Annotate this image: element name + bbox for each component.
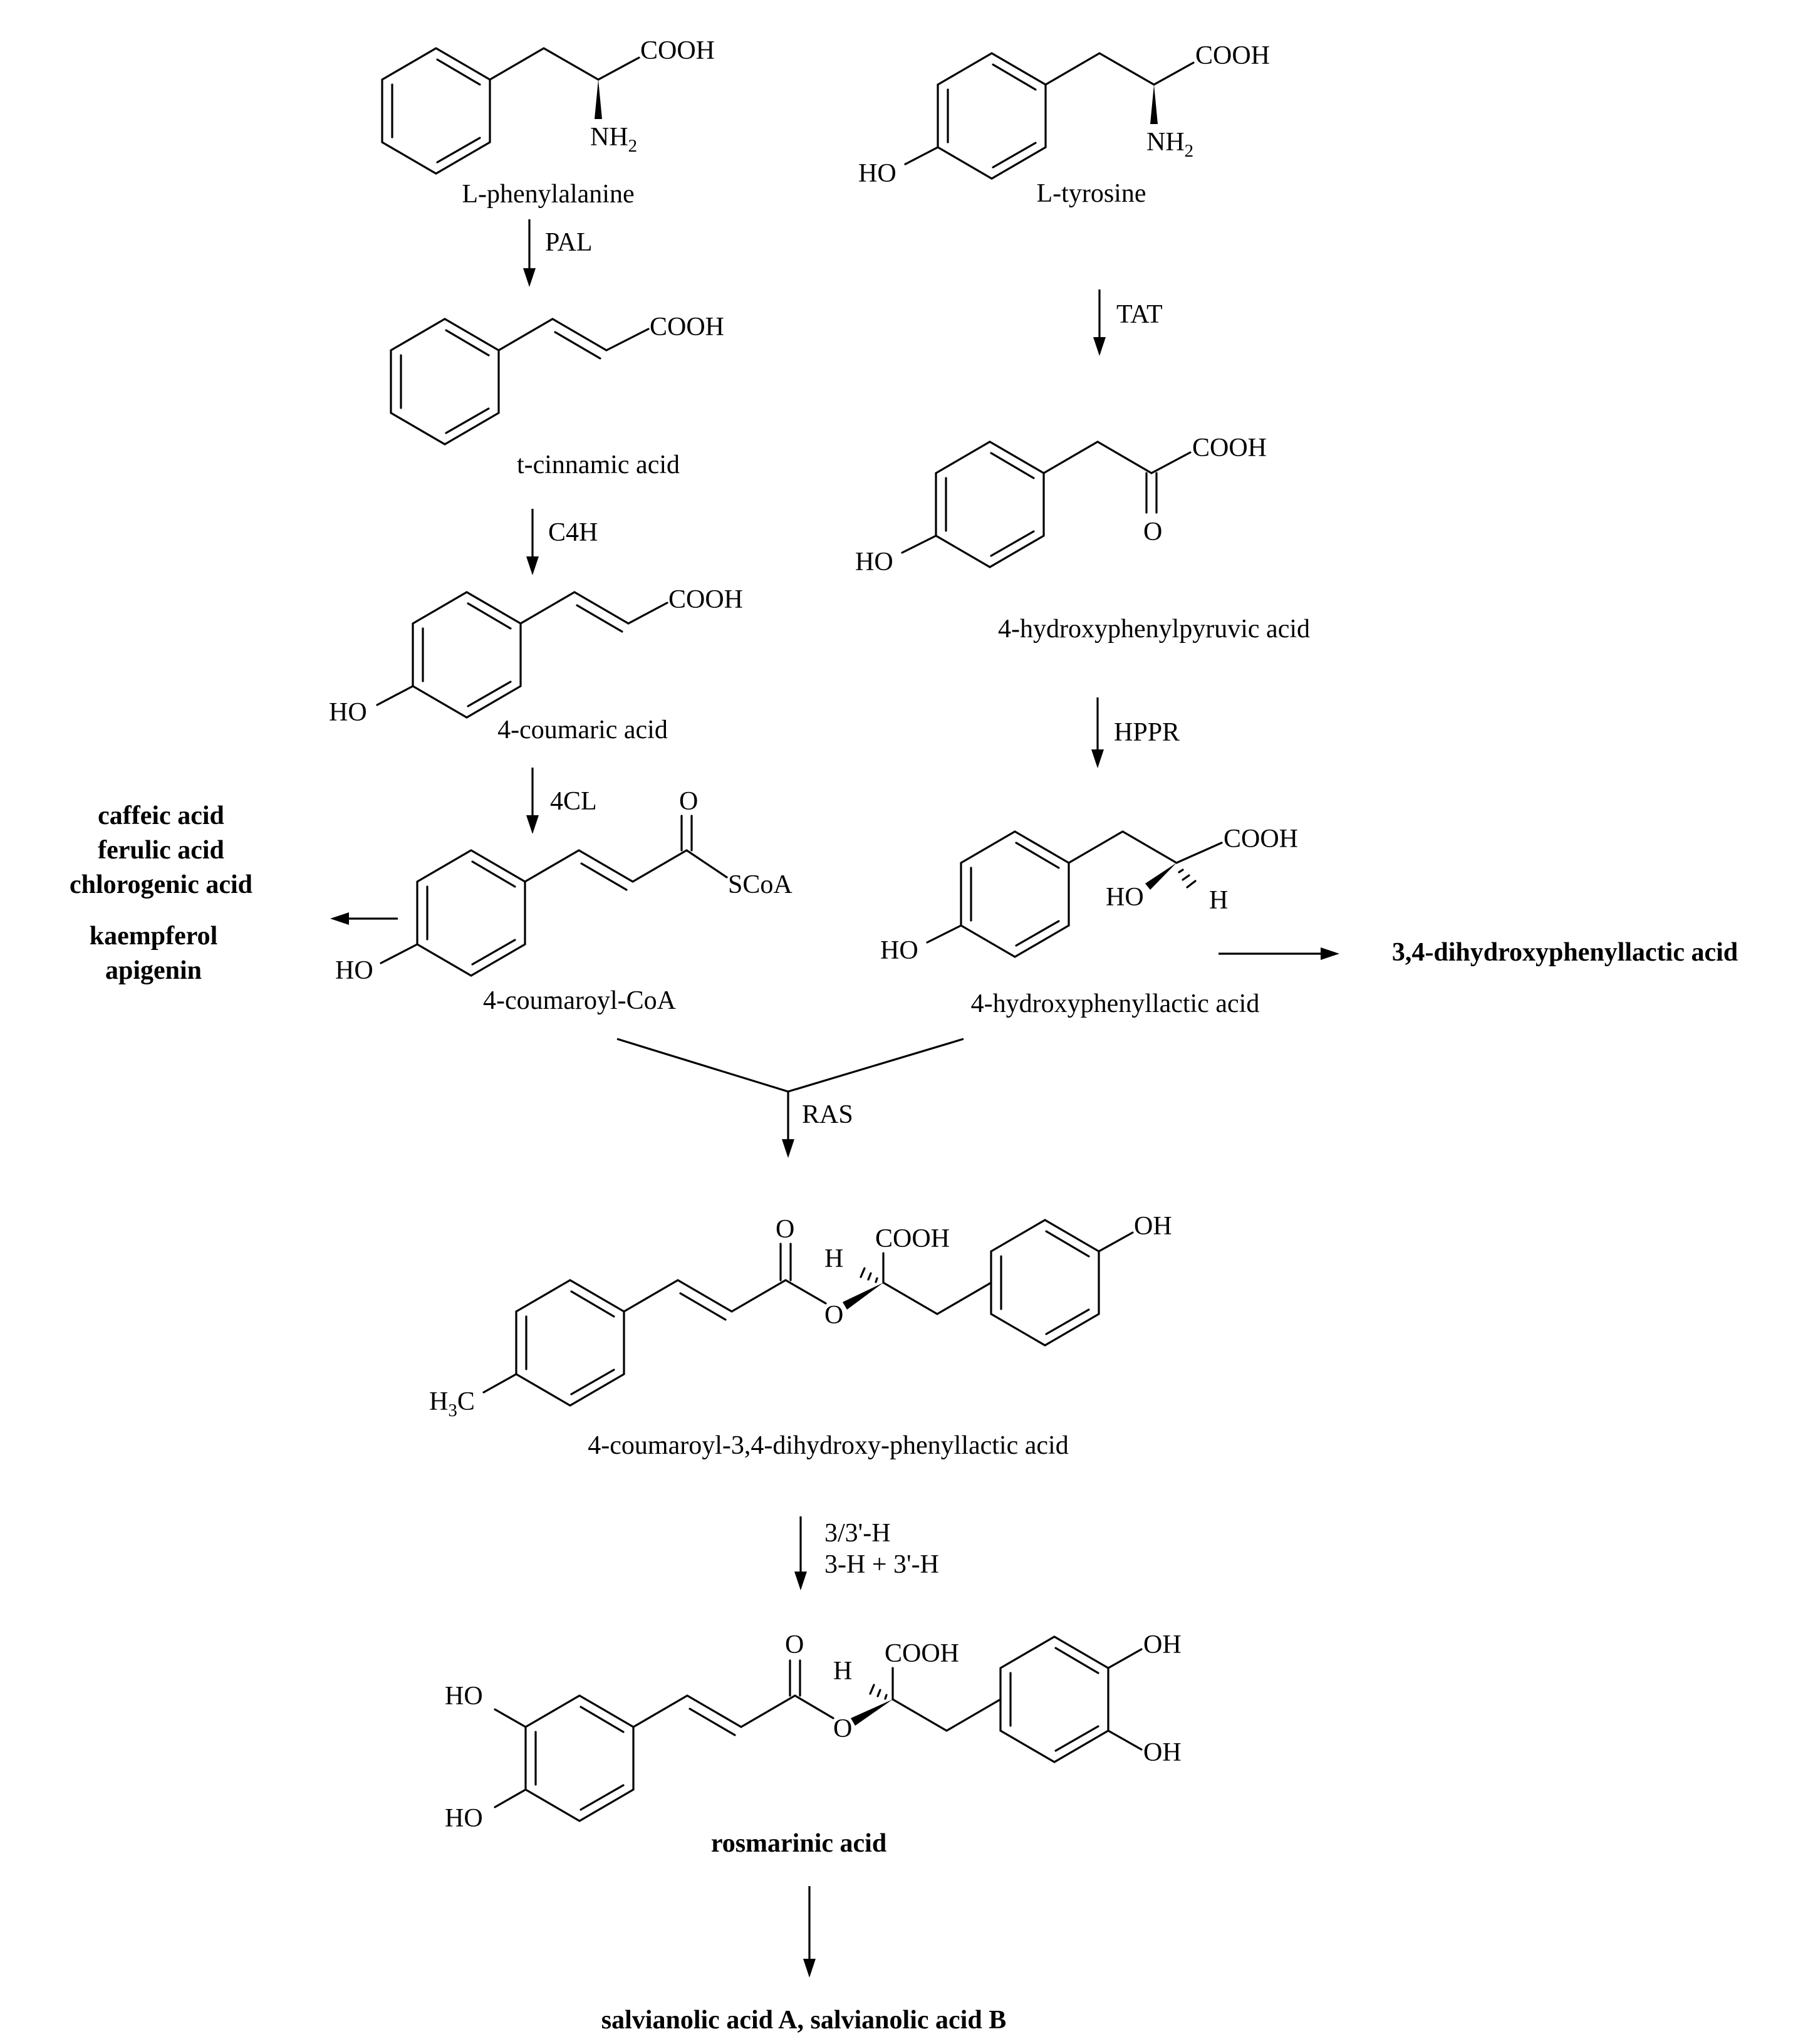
4-coumaroyl-coa-structure: O SCoA HO 4-coumaroyl-CoA <box>335 787 792 1015</box>
carbonyl-oxygen-label: O <box>1143 518 1162 546</box>
4-coumaric-acid-label: 4-coumaric acid <box>497 716 668 744</box>
carbonyl-oxygen-label: O <box>785 1630 804 1659</box>
tat-arrow: TAT <box>1093 289 1163 356</box>
amine-group-label: NH2 <box>1146 128 1193 161</box>
dhpla-product-label: 3,4-dihydroxyphenyllactic acid <box>1392 938 1738 967</box>
hydroxyl-group-label: HO <box>329 698 367 727</box>
hydroxyl-group-label: HO <box>855 548 893 576</box>
carbonyl-oxygen-label: O <box>679 787 698 816</box>
4-coumaroyl-3-4-dihydroxy-phenyllactic-acid-structure: O O COOH H OH H3C 4-coumaroyl-3,4-dihydr… <box>429 1212 1172 1460</box>
hydroxyl-group-label: HO <box>445 1682 483 1711</box>
scoa-group-label: SCoA <box>728 870 792 899</box>
rosmarinic-acid-structure: O O COOH H OH OH HO HO rosmarinic acid <box>445 1630 1182 1858</box>
hydroxyl-group-label: HO <box>858 159 896 188</box>
l-phenylalanine-structure: COOH NH2 L-phenylalanine <box>381 36 715 209</box>
salvianolic-arrow <box>803 1886 816 1978</box>
pal-arrow: PAL <box>523 219 593 287</box>
4-coumaroyl-coa-label: 4-coumaroyl-CoA <box>483 986 677 1015</box>
carboxyl-group-label: COOH <box>1192 434 1267 462</box>
carbonyl-oxygen-label: O <box>776 1215 794 1244</box>
hppr-arrow: HPPR <box>1091 697 1180 768</box>
hydroxyl-group-label: OH <box>1143 1630 1182 1659</box>
carboxyl-group-label: COOH <box>875 1224 950 1253</box>
salvianolic-acids-label: salvianolic acid A, salvianolic acid B <box>601 2006 1006 2035</box>
intermediate-label: 4-coumaroyl-3,4-dihydroxy-phenyllactic a… <box>588 1431 1068 1460</box>
4cl-enzyme-label: 4CL <box>550 787 597 816</box>
hydrogen-label: H <box>824 1244 843 1273</box>
c4h-enzyme-label: C4H <box>548 518 598 547</box>
hydroxylase-enzyme-label: 3/3'-H <box>824 1519 891 1548</box>
side-products: caffeic acid ferulic acid chlorogenic ac… <box>70 801 252 985</box>
4-hydroxyphenyllactic-acid-label: 4-hydroxyphenyllactic acid <box>971 989 1260 1018</box>
4-hydroxyphenylpyruvic-acid-structure: COOH O HO 4-hydroxyphenylpyruvic acid <box>855 434 1310 644</box>
rosmarinic-acid-label: rosmarinic acid <box>711 1829 886 1858</box>
side-product-label: chlorogenic acid <box>70 870 252 899</box>
hydroxylase-arrow: 3/3'-H 3-H + 3'-H <box>794 1516 939 1590</box>
amine-group-label: NH2 <box>590 123 637 156</box>
hydroxyl-group-label: OH <box>1143 1738 1182 1767</box>
hydroxyl-group-label: HO <box>1106 883 1144 912</box>
l-tyrosine-structure: COOH NH2 HO L-tyrosine <box>858 41 1270 208</box>
t-cinnamic-acid-label: t-cinnamic acid <box>517 451 680 479</box>
carboxyl-group-label: COOH <box>1195 41 1270 70</box>
side-product-label: ferulic acid <box>98 836 224 865</box>
pal-enzyme-label: PAL <box>545 228 593 257</box>
hydroxyl-group-label: HO <box>335 956 373 985</box>
ras-arrow: RAS <box>616 1038 964 1158</box>
hppr-enzyme-label: HPPR <box>1114 718 1180 747</box>
side-product-label: kaempferol <box>90 922 218 951</box>
4-hydroxyphenylpyruvic-acid-label: 4-hydroxyphenylpyruvic acid <box>998 615 1310 644</box>
t-cinnamic-acid-structure: COOH t-cinnamic acid <box>390 313 724 479</box>
4-coumaric-acid-structure: COOH HO 4-coumaric acid <box>329 585 743 744</box>
c4h-arrow: C4H <box>526 509 598 575</box>
methyl-group-label: H3C <box>429 1387 475 1421</box>
l-tyrosine-label: L-tyrosine <box>1037 179 1146 208</box>
reaction-arrows: PAL C4H 4CL TAT HPPR RAS <box>330 219 1339 1978</box>
carboxyl-group-label: COOH <box>668 585 743 614</box>
ester-oxygen-label: O <box>833 1714 852 1743</box>
tat-enzyme-label: TAT <box>1116 300 1163 329</box>
carboxyl-group-label: COOH <box>885 1639 959 1668</box>
side-product-label: caffeic acid <box>98 801 224 830</box>
4-hydroxyphenyllactic-acid-structure: COOH HO H HO 4-hydroxyphenyllactic acid <box>880 825 1298 1018</box>
hydrogen-label: H <box>833 1657 852 1686</box>
hydroxyl-group-label: OH <box>1134 1212 1172 1241</box>
l-phenylalanine-label: L-phenylalanine <box>462 180 634 209</box>
hydroxylase-enzyme-label: 3-H + 3'-H <box>824 1550 939 1579</box>
hydrogen-label: H <box>1209 886 1228 915</box>
carboxyl-group-label: COOH <box>640 36 715 65</box>
carboxyl-group-label: COOH <box>1224 825 1298 853</box>
ester-oxygen-label: O <box>824 1301 843 1330</box>
hydroxyl-group-label: HO <box>445 1804 483 1833</box>
carboxyl-group-label: COOH <box>650 313 724 342</box>
ras-enzyme-label: RAS <box>802 1100 853 1129</box>
side-branch-arrow <box>330 912 398 925</box>
side-product-label: apigenin <box>105 956 202 985</box>
hydroxyl-group-label: HO <box>880 936 918 965</box>
4cl-arrow: 4CL <box>526 768 597 834</box>
dhpla-arrow <box>1219 947 1339 960</box>
